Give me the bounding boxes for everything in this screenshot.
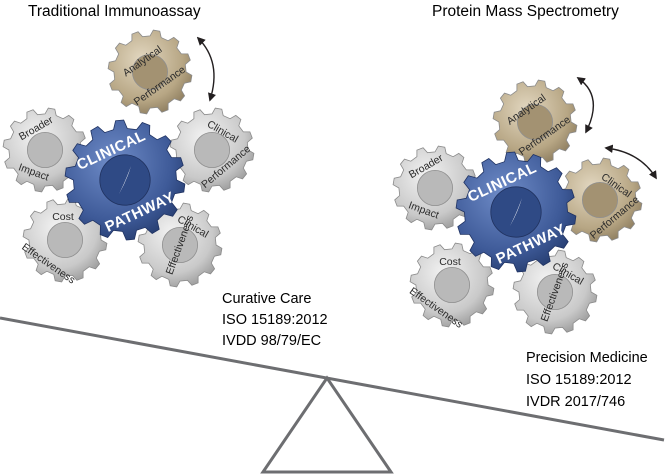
right-captions: Precision Medicine ISO 15189:2012 IVDR 2… — [526, 350, 648, 410]
gear-hole — [131, 54, 168, 91]
left-analytical-gear: Analytical Performance — [107, 29, 193, 115]
right-analytical-gear: Analytical Performance — [492, 79, 578, 165]
right-clinical-effectiveness-gear: Clinical Effectiveness — [512, 249, 598, 335]
right-heading: Protein Mass Spectrometry — [432, 3, 619, 20]
gear-hole — [537, 273, 574, 310]
right-cost-label-1: Cost — [439, 256, 461, 268]
right-caption-3: IVDR 2017/746 — [526, 394, 625, 410]
left-clinical-performance-gear: Clinical Performance — [169, 107, 255, 193]
gear-hole — [161, 226, 198, 263]
left-cost-label-1: Cost — [52, 211, 74, 223]
gear-hole — [433, 266, 470, 303]
gear-hole — [193, 131, 230, 168]
left-caption-1: Curative Care — [222, 291, 311, 307]
left-clinical-effectiveness-gear: Clinical Effectiveness — [137, 202, 223, 288]
seesaw-beam — [0, 316, 665, 442]
left-captions: Curative Care ISO 15189:2012 IVDD 98/79/… — [222, 291, 328, 349]
gear-hole — [47, 221, 84, 258]
gear-hole — [416, 169, 453, 206]
left-caption-3: IVDD 98/79/EC — [222, 333, 321, 349]
right-rotation-arrow-top — [576, 77, 595, 134]
right-gear-cluster: Analytical Performance Clinical Performa… — [392, 79, 643, 335]
left-caption-2: ISO 15189:2012 — [222, 312, 328, 328]
fulcrum-triangle — [260, 375, 394, 474]
gear-hole — [26, 131, 64, 168]
right-caption-1: Precision Medicine — [526, 350, 648, 366]
right-cost-effectiveness-gear: Cost Effectiveness — [407, 242, 495, 331]
left-clinical-pathway-gear: CLINICAL PATHWAY — [64, 119, 186, 241]
left-gear-cluster: Analytical Performance Broader Impact Cl… — [2, 29, 255, 288]
gear-hole — [517, 104, 554, 141]
gear-hole — [99, 154, 151, 206]
right-caption-2: ISO 15189:2012 — [526, 372, 632, 388]
right-rotation-arrow-side — [604, 144, 657, 180]
left-rotation-arrow — [196, 36, 217, 102]
gear-hole — [490, 186, 542, 238]
gear-hole — [582, 181, 619, 218]
left-heading: Traditional Immunoassay — [28, 3, 201, 20]
right-broader-impact-gear: Broader Impact — [392, 145, 478, 231]
